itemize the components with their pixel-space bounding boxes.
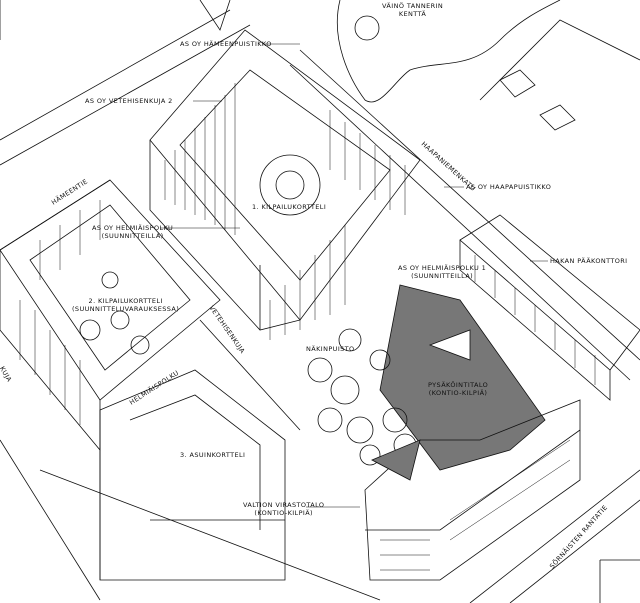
hakan-headquarters <box>459 214 640 401</box>
label-helmiaispolku-1: AS OY HELMIÄISPOLKU 1 (SUUNNITTEILLA) <box>398 264 486 280</box>
label-kilpailukortteli-1: 1. KILPAILUKORTTELI <box>252 203 327 211</box>
label-asuinkortteli-3: 3. ASUINKORTTELI <box>180 451 246 459</box>
label-line: (KONTIO-KILPIÄ) <box>428 389 488 397</box>
label-hakan-headquarters: HAKAN PÄÄKONTTORI <box>550 257 628 265</box>
label-line: KENTTÄ <box>398 10 427 18</box>
block-1-kilpailukortteli <box>149 29 421 340</box>
label-nakinpuisto: NÄKINPUISTO <box>306 345 355 353</box>
parking-house <box>379 284 546 471</box>
label-virastotalo: VALTION VIRASTOTALO (KONTIO-KILPIÄ) <box>243 501 324 517</box>
valtion-virastotalo <box>364 399 581 581</box>
label-line: AS OY HELMIÄISPOLKU <box>92 224 174 232</box>
label-pysakointitalo: PYSÄKÖINTITALO (KONTIO-KILPIÄ) <box>428 381 488 397</box>
block-2-kilpailukortteli <box>0 179 221 452</box>
label-line: AS OY HELMIÄISPOLKU 1 <box>398 264 487 272</box>
label-line: (SUUNNITTEILLA) <box>101 232 164 240</box>
label-line: 2. KILPAILUKORTTELI <box>88 297 163 305</box>
label-vetehisenkuja-2: AS OY VETEHISENKUJA 2 <box>85 97 173 105</box>
label-helmiaispolku: AS OY HELMIÄISPOLKU (SUUNNITTEILLA) <box>92 224 173 240</box>
label-line: PYSÄKÖINTITALO <box>428 381 489 389</box>
label-line: VÄINÖ TANNERIN <box>382 2 444 10</box>
vaino-tanner-field-trees <box>336 0 561 103</box>
label-haapapuistikko: AS OY HAAPAPUISTIKKO <box>466 183 552 191</box>
label-line: (SUUNNITTEILLA) <box>411 272 474 280</box>
block-3-asuinkortteli <box>99 369 286 581</box>
label-line: (SUUNNITTELUVARAUKSESSA) <box>72 305 180 313</box>
nakinpuisto-park-trees <box>307 328 417 466</box>
label-line: VALTION VIRASTOTALO <box>243 501 325 509</box>
label-vaino-tanner-field: VÄINÖ TANNERIN KENTTÄ <box>382 2 443 18</box>
leader-lines <box>160 43 548 508</box>
label-hameenpuistikko: AS OY HÄMEENPUISTIKKO <box>180 40 272 48</box>
label-line: (KONTIO-KILPIÄ) <box>254 509 313 517</box>
label-kilpailukortteli-2: 2. KILPAILUKORTTELI (SUUNNITTELUVARAUKSE… <box>72 297 179 313</box>
